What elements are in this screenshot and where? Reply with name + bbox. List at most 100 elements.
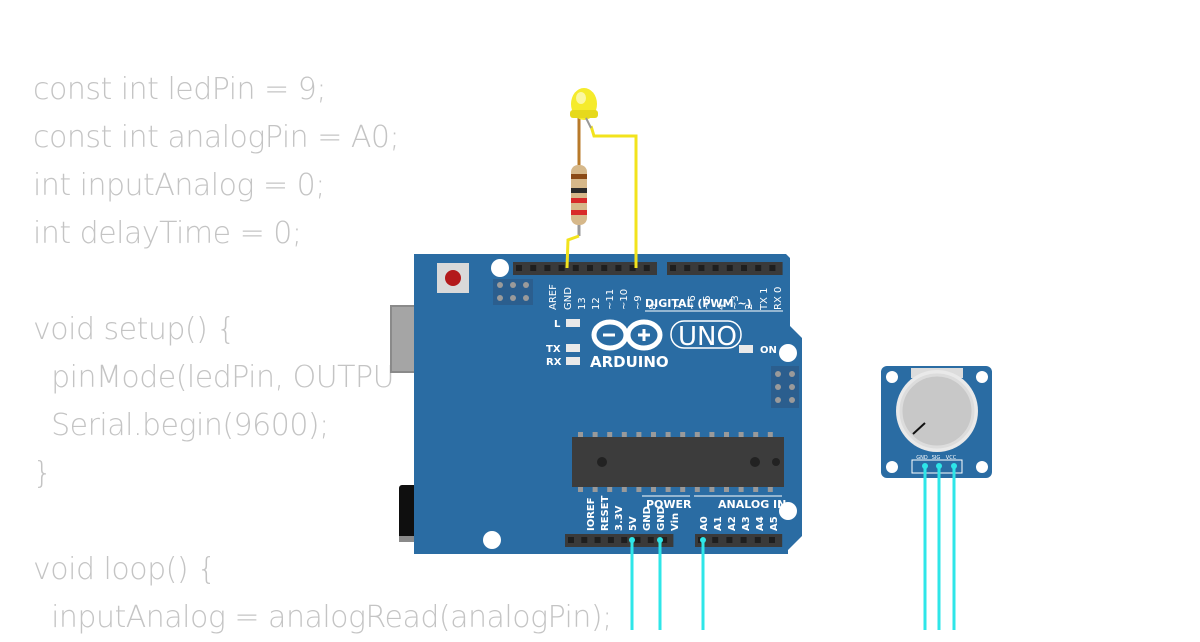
header-pin[interactable] [601,265,608,271]
header-pin[interactable] [769,265,776,271]
code-line: } [33,456,52,491]
header-pin[interactable] [741,265,747,271]
mounting-hole [779,502,797,520]
code-line: inputAnalog = analogRead(analogPin); [33,600,612,635]
header-pin[interactable] [587,265,593,271]
header-pin[interactable] [615,265,622,271]
microcontroller-chip [572,437,784,487]
led-on [739,345,753,353]
brand-label: ARDUINO [590,353,669,371]
pin-label: RX 0 [773,287,784,310]
led-rx-label: RX [546,357,562,368]
code-line: void loop() { [33,552,216,587]
header-pin[interactable] [712,537,719,543]
header-pin[interactable] [544,265,551,271]
pin-label: AREF [548,284,559,310]
code-line: int inputAnalog = 0; [33,168,325,203]
header-pin[interactable] [754,537,761,543]
pin-label: RESET [600,495,611,531]
potentiometer-module[interactable] [881,366,992,478]
resistor[interactable] [571,165,587,225]
header-pin[interactable] [629,265,636,271]
pin-label: GND [642,506,653,531]
pin-label: ~6 [687,295,698,310]
pin-label: 12 [591,297,602,310]
model-label: UNO [678,322,737,352]
led-tx-label: TX [546,344,561,355]
led-l [566,319,580,327]
code-line: void setup() { [33,312,235,347]
header-pin[interactable] [769,537,775,543]
pot-pin-label: SIG [932,455,941,461]
pin-label: 4 [716,304,727,310]
pin-label: 5V [628,516,639,531]
header-pin[interactable] [516,265,522,271]
code-line: const int analogPin = A0; [33,120,400,155]
pin-label: 7 [673,304,684,310]
mounting-hole [491,259,509,277]
pin-label: 3.3V [614,505,625,531]
analog-header-label: ANALOG IN [718,498,786,511]
header-pin[interactable] [568,537,574,543]
led-on-label: ON [760,345,777,356]
pin-label: IOREF [586,497,597,531]
header-pin[interactable] [684,265,691,271]
pin-label: TX 1 [759,288,770,312]
pin-label: A4 [755,516,766,531]
digital-header-left [513,262,657,275]
header-pin[interactable] [572,265,579,271]
header-pin[interactable] [670,265,676,271]
pin-label: GND [563,287,574,310]
header-pin[interactable] [643,265,650,271]
header-pin[interactable] [558,265,565,271]
pin-label: GND [656,506,667,531]
power-header [565,534,674,547]
pin-label: 13 [577,297,588,310]
arduino-logo [591,319,663,351]
header-pin[interactable] [647,537,654,543]
code-line: const int ledPin = 9; [33,72,326,107]
header-pin[interactable] [634,537,641,543]
pot-pin-label: GND [916,455,928,461]
header-pin[interactable] [661,537,668,543]
header-pin[interactable] [621,537,628,543]
header-pin[interactable] [581,537,588,543]
header-pin[interactable] [740,537,747,543]
pin-label: ~3 [730,295,741,310]
pin-label: Vin [670,513,681,531]
wire-led-pin9[interactable] [589,125,638,268]
code-line: int delayTime = 0; [33,216,302,251]
led-rx [566,357,580,365]
led-yellow[interactable] [570,88,598,129]
header-pin[interactable] [607,537,614,543]
pin-label: ~11 [605,289,616,310]
header-pin[interactable] [755,265,762,271]
pin-label: ~10 [619,289,630,310]
pin-label: A0 [699,516,710,531]
mounting-hole [483,531,501,549]
icsp-header [493,279,533,305]
power-header-label: POWER [646,498,692,511]
code-line: pinMode(ledPin, OUTPU [33,360,395,395]
pin-label: 2 [744,304,755,310]
led-l-label: L [554,319,561,330]
digital-header-right [667,262,783,275]
header-pin[interactable] [530,265,537,271]
uno-badge [670,320,742,349]
header-pin[interactable] [726,537,733,543]
led-tx [566,344,580,352]
potentiometer-knob[interactable] [899,373,975,449]
header-pin[interactable] [712,265,719,271]
pin-label: ~9 [633,295,644,310]
pin-label: A5 [769,516,780,531]
code-line: Serial.begin(9600); [33,408,329,443]
header-pin[interactable] [594,537,601,543]
header-pin[interactable] [726,265,733,271]
wire-led-gnd[interactable] [565,234,580,269]
header-pin[interactable] [698,265,705,271]
